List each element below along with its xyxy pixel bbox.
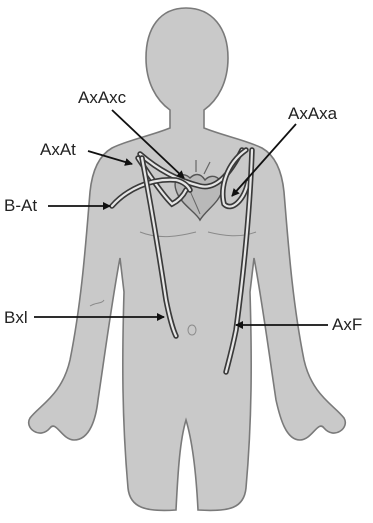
body-silhouette xyxy=(29,8,346,510)
label-axat: AxAt xyxy=(40,140,76,159)
label-axaxa: AxAxa xyxy=(288,104,338,123)
label-axaxc: AxAxc xyxy=(78,88,127,107)
label-axf: AxF xyxy=(332,315,362,334)
label-bxl: Bxl xyxy=(4,308,28,327)
label-bat: B-At xyxy=(4,196,37,215)
